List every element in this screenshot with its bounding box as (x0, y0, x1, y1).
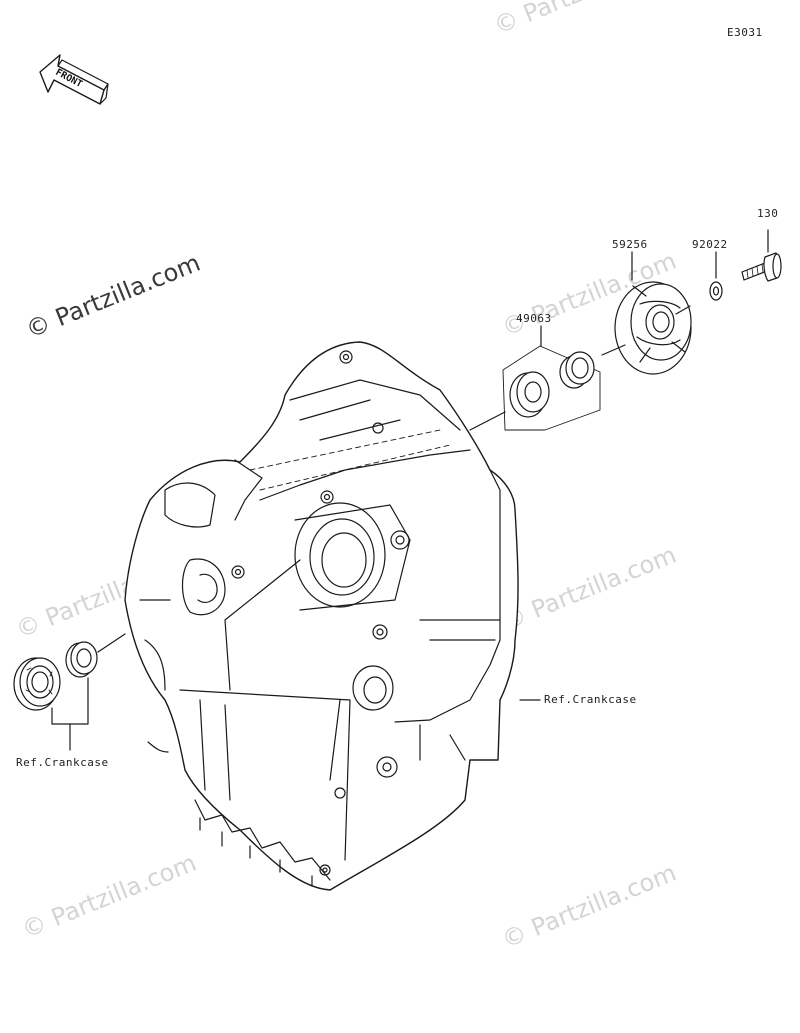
washer-92022 (709, 251, 723, 301)
crankcase (124, 341, 519, 891)
impeller-59256 (614, 251, 692, 375)
part-number-59256[interactable]: 59256 (612, 238, 648, 251)
bolt-130 (741, 229, 782, 282)
bearing-and-seal (13, 633, 126, 751)
part-number-130[interactable]: 130 (757, 207, 779, 220)
front-arrow-icon: FRONT (39, 54, 109, 105)
seal-group-49063 (469, 325, 626, 431)
ref-crankcase-left[interactable]: Ref.Crankcase (16, 756, 109, 769)
part-number-92022[interactable]: 92022 (692, 238, 728, 251)
part-number-49063[interactable]: 49063 (516, 312, 552, 325)
ref-crankcase-right[interactable]: Ref.Crankcase (544, 693, 637, 706)
diagram-code: E3031 (727, 26, 763, 39)
